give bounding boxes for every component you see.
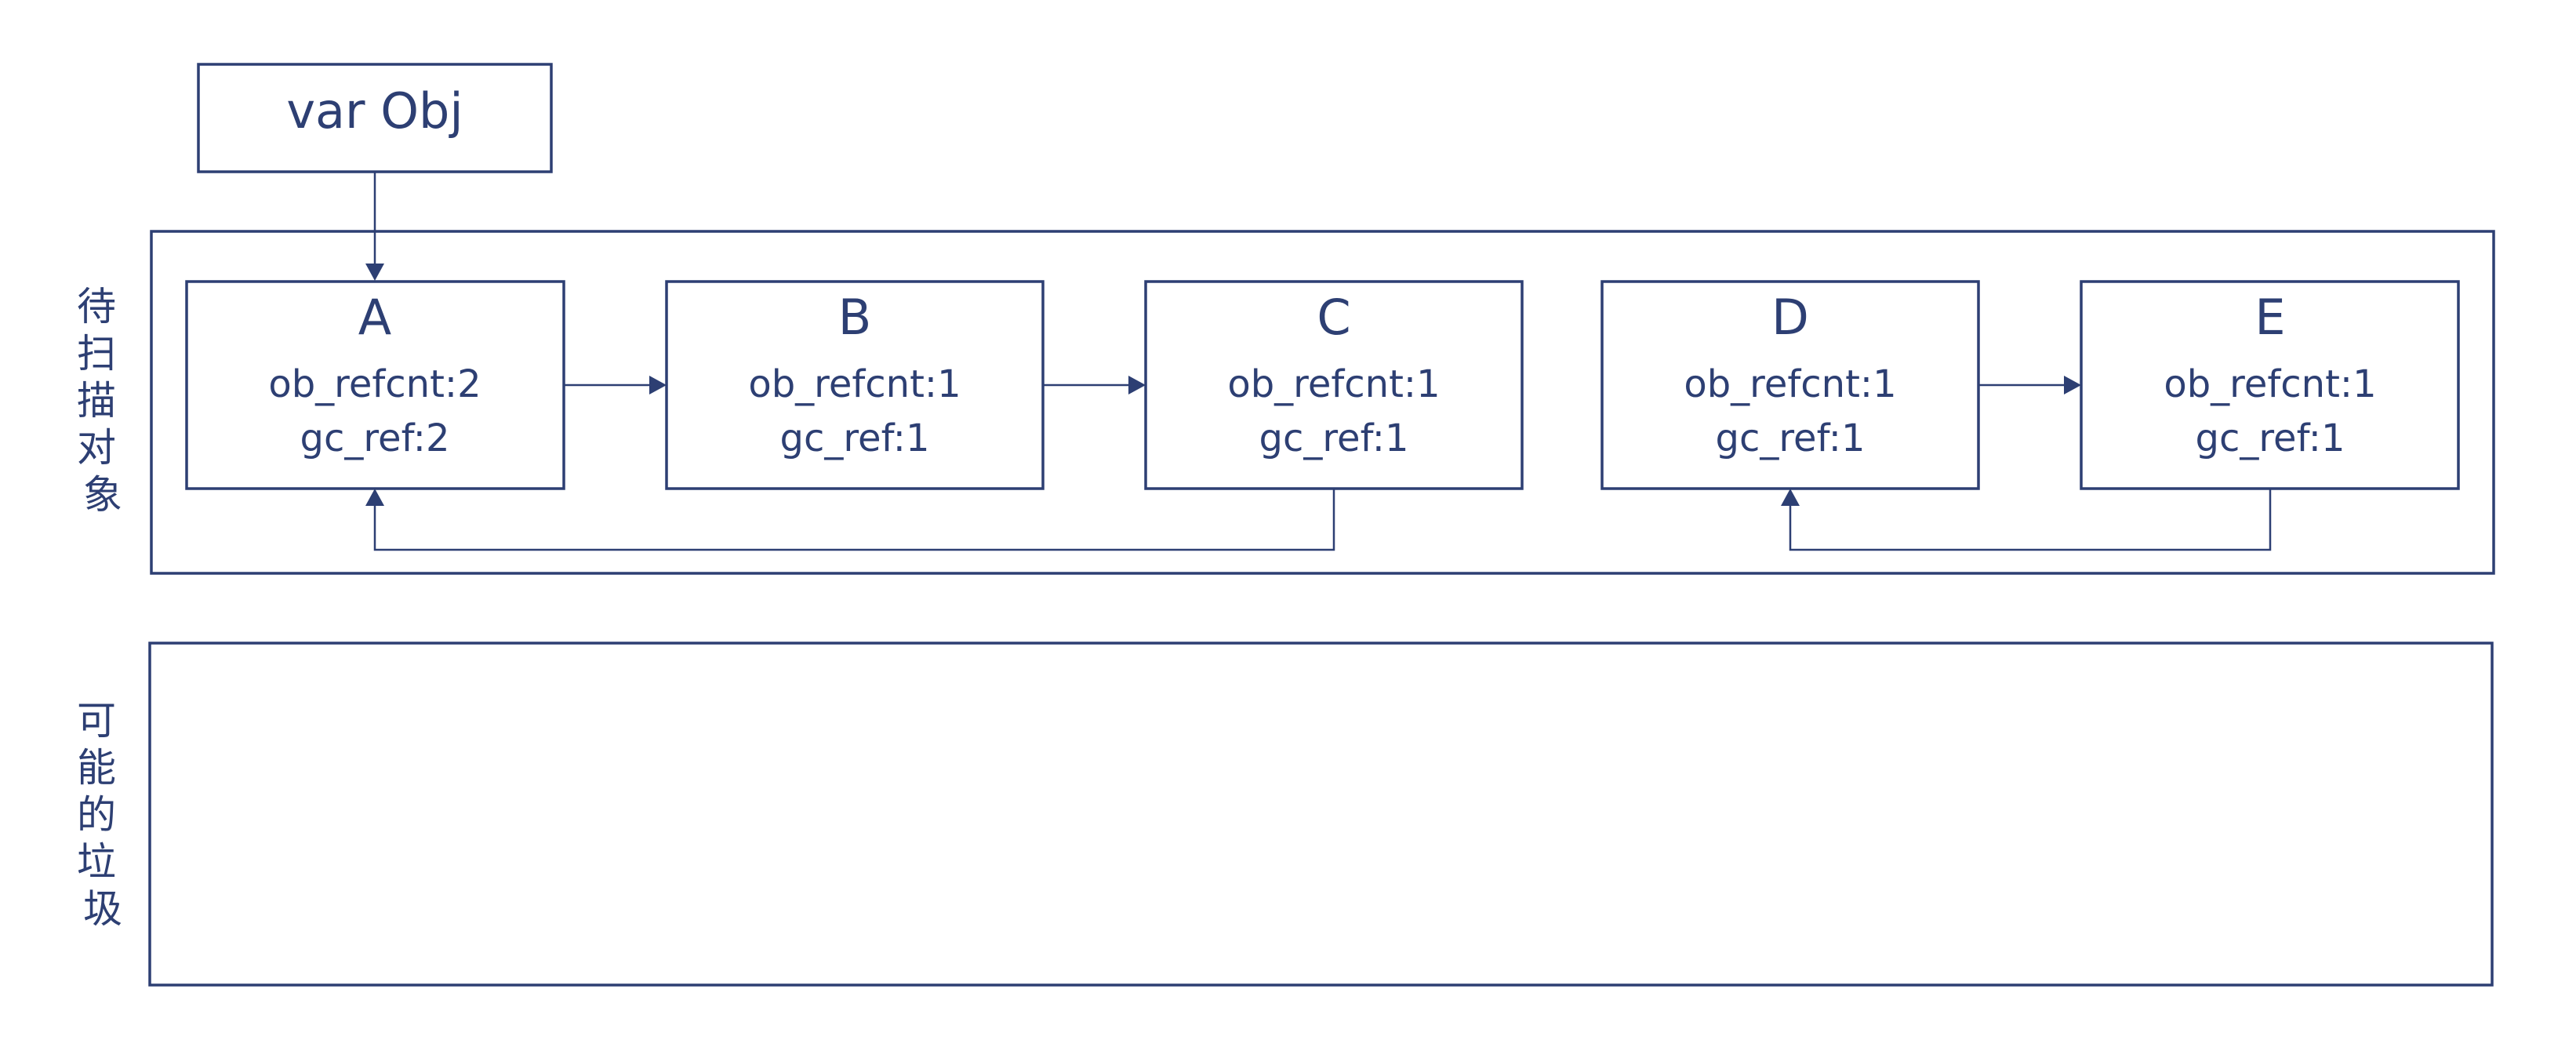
node-d: D ob_refcnt:1 gc_ref:1	[1600, 280, 1980, 490]
node-c: C ob_refcnt:1 gc_ref:1	[1144, 280, 1524, 490]
garbage-region-label-char: 垃	[77, 839, 116, 885]
scan-region	[150, 230, 2495, 575]
scan-region-label-char: 扫	[77, 331, 116, 376]
node-box	[1600, 280, 1980, 490]
garbage-region-label-char: 的	[77, 792, 116, 838]
node-refcnt: ob_refcnt:1	[1227, 362, 1440, 406]
garbage-region-label-char: 能	[77, 745, 116, 791]
arrowhead-c-to-a	[365, 489, 384, 506]
scan-region-label-char: 象	[83, 472, 122, 518]
garbage-region-label-char: 可	[77, 698, 116, 743]
garbage-region	[148, 642, 2494, 987]
node-name: C	[1317, 289, 1350, 346]
scan-region-label: 待 扫 描 对 象	[77, 284, 129, 518]
node-gcref: gc_ref:1	[1716, 416, 1866, 460]
node-a: A ob_refcnt:2 gc_ref:2	[185, 280, 565, 490]
node-gcref: gc_ref:1	[2196, 416, 2345, 460]
arrowhead-a-to-b	[649, 376, 667, 394]
node-box	[1144, 280, 1524, 490]
node-box	[2080, 280, 2460, 490]
scan-region-label-char: 描	[77, 378, 116, 424]
arrowhead-b-to-c	[1128, 376, 1146, 394]
node-name: B	[838, 289, 872, 346]
node-name: E	[2254, 289, 2285, 346]
node-box	[185, 280, 565, 490]
node-name: D	[1771, 289, 1809, 346]
garbage-region-label-char: 圾	[83, 886, 122, 932]
edge-c-to-a	[373, 489, 1335, 551]
garbage-region-label: 可 能 的 垃 圾	[77, 698, 129, 932]
arrowhead-var-to-a	[365, 264, 384, 281]
scan-region-label-char: 对	[77, 425, 116, 471]
node-name: A	[358, 289, 391, 346]
node-refcnt: ob_refcnt:1	[748, 362, 961, 406]
node-refcnt: ob_refcnt:1	[2164, 362, 2376, 406]
arrowhead-e-to-d	[1781, 489, 1800, 506]
node-e: E ob_refcnt:1 gc_ref:1	[2080, 280, 2460, 490]
arrowhead-d-to-e	[2064, 376, 2081, 394]
node-refcnt: ob_refcnt:1	[1684, 362, 1896, 406]
node-gcref: gc_ref:2	[300, 416, 450, 460]
node-b: B ob_refcnt:1 gc_ref:1	[665, 280, 1045, 490]
node-gcref: gc_ref:1	[780, 416, 930, 460]
connectors	[365, 172, 2272, 551]
scan-region-label-char: 待	[77, 284, 116, 329]
var-obj-label: var Obj	[286, 82, 463, 140]
node-box	[665, 280, 1045, 490]
node-refcnt: ob_refcnt:2	[268, 362, 481, 406]
node-gcref: gc_ref:1	[1259, 416, 1409, 460]
edge-e-to-d	[1789, 489, 2272, 551]
